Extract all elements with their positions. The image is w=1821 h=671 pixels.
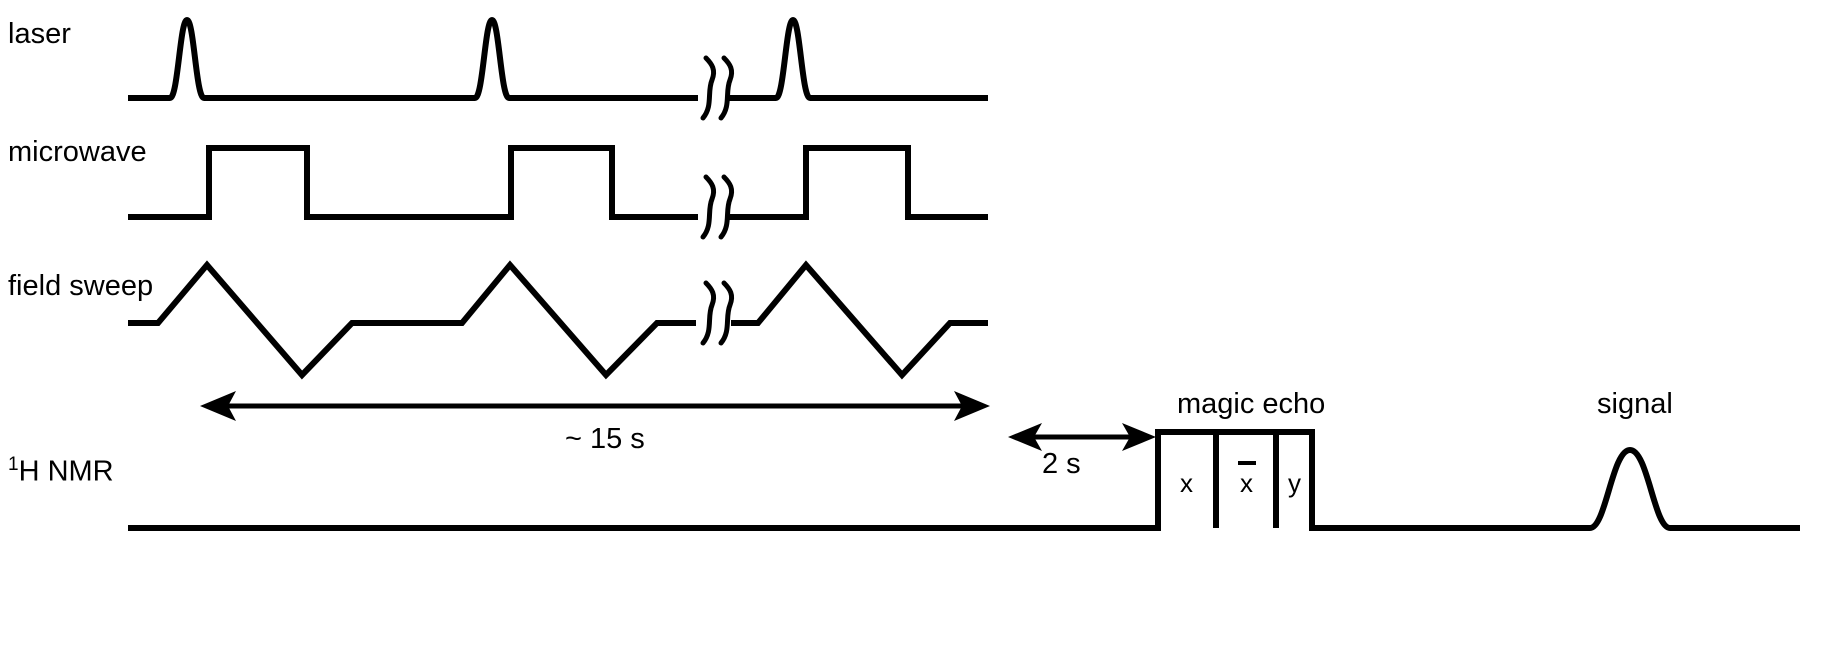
magic-echo-phase-y: y xyxy=(1288,468,1301,498)
magic-echo-phase-x-bar-text: x xyxy=(1240,468,1253,498)
field-sweep-trace-right xyxy=(731,260,988,380)
magic-echo-phase-x: x xyxy=(1180,468,1193,498)
cycle-duration-arrowhead-right xyxy=(954,391,990,421)
timing-arrow-delay xyxy=(1008,423,1156,451)
field-sweep-break-icon xyxy=(700,280,735,346)
microwave-trace-left xyxy=(128,145,698,220)
overbar-decoration xyxy=(1238,461,1256,465)
microwave-waveform xyxy=(128,145,988,220)
field-sweep-trace-left xyxy=(128,260,696,380)
laser-waveform xyxy=(128,16,988,101)
magic-echo-dividers xyxy=(1213,432,1279,528)
h-nmr-trace xyxy=(128,429,1800,531)
channel-label-field-sweep: field sweep xyxy=(8,270,154,302)
delay-arrowhead-left xyxy=(1008,423,1042,451)
microwave-break-icon xyxy=(700,174,735,240)
laser-trace-right xyxy=(728,16,988,101)
timing-label-delay: 2 s xyxy=(1042,448,1081,480)
h-nmr-isotope-superscript: 1 xyxy=(8,454,19,475)
microwave-trace-right xyxy=(728,145,988,220)
magic-echo-caption: magic echo xyxy=(1177,388,1326,420)
cycle-duration-arrowhead-left xyxy=(200,391,236,421)
channel-label-laser: laser xyxy=(8,18,71,50)
laser-break-icon xyxy=(700,55,735,121)
laser-trace-left xyxy=(128,16,698,101)
h-nmr-label-text: H NMR xyxy=(18,455,114,488)
delay-arrowhead-right xyxy=(1122,423,1156,451)
field-sweep-waveform xyxy=(128,260,988,380)
timing-label-cycle-duration: ~ 15 s xyxy=(565,423,645,455)
timing-arrow-cycle-duration xyxy=(200,391,990,421)
signal-caption: signal xyxy=(1597,388,1673,420)
channel-label-microwave: microwave xyxy=(8,136,147,168)
channel-label-h-nmr: 1H NMR xyxy=(8,455,114,487)
h-nmr-waveform xyxy=(128,429,1800,531)
